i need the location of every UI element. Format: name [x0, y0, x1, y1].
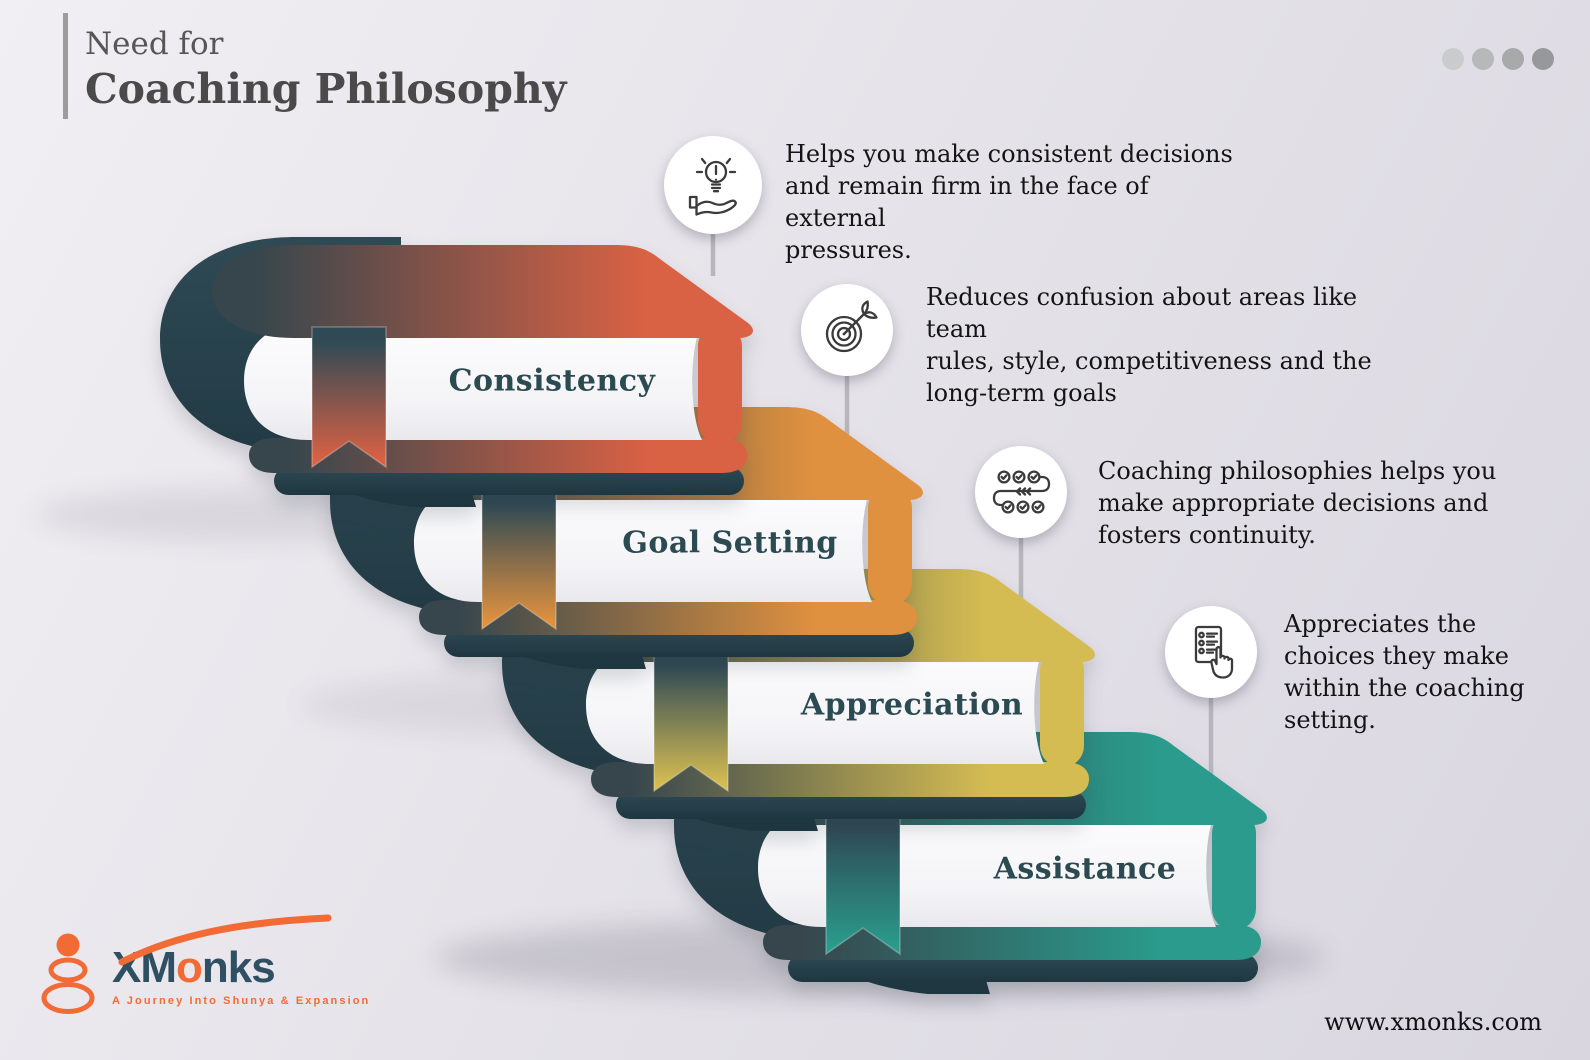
- bulb-in-hand-icon: [688, 157, 737, 216]
- book-fore-edge: [698, 325, 742, 443]
- page-title: Need for Coaching Philosophy: [85, 24, 567, 114]
- book-label-goal-setting: Goal Setting: [622, 525, 838, 561]
- dot-3: [1502, 48, 1524, 70]
- book-fore-edge: [868, 487, 912, 605]
- bookmark-ribbon: [311, 326, 387, 469]
- book-back-band: [788, 954, 1258, 982]
- book-fore-edge: [1212, 812, 1256, 930]
- book-label-assistance: Assistance: [993, 851, 1177, 887]
- brand-m: M: [140, 943, 177, 992]
- description-consistency: Helps you make consistent decisions and …: [785, 140, 1233, 264]
- book-back-band: [616, 791, 1086, 819]
- dot-2: [1472, 48, 1494, 70]
- book-label-appreciation: Appreciation: [800, 687, 1024, 723]
- website-link[interactable]: www.xmonks.com: [1324, 1008, 1542, 1036]
- brand-nks: nks: [201, 943, 276, 992]
- xmonks-logo: XMonks A Journey Into Shunya & Expansion: [38, 914, 371, 1030]
- brand-name: XMonks: [112, 944, 370, 992]
- brand-tagline: A Journey Into Shunya & Expansion: [112, 995, 371, 1007]
- book-consistency: [160, 237, 753, 507]
- book-back-band: [444, 629, 914, 657]
- tap-checklist-icon: [1194, 625, 1234, 679]
- title-line1: Need for: [85, 26, 224, 62]
- brand-o: o: [176, 943, 203, 992]
- description-appreciation: Coaching philosophies helps you make app…: [1098, 457, 1497, 549]
- title-accent-bar: [63, 13, 68, 119]
- stacked-stones-icon: [41, 933, 95, 1014]
- title-line2: Coaching Philosophy: [85, 65, 567, 113]
- description-goal-setting: Reduces confusion about areas like team …: [926, 283, 1372, 407]
- description-assistance: Appreciates the choices they make within…: [1284, 610, 1525, 734]
- book-top-cover: [212, 245, 753, 338]
- logo-wordmark: XMonks A Journey Into Shunya & Expansion: [112, 914, 371, 1007]
- pagination-dots: [1442, 48, 1554, 70]
- dot-4: [1532, 48, 1554, 70]
- book-label-consistency: Consistency: [448, 363, 656, 399]
- dot-1: [1442, 48, 1464, 70]
- book-back-band: [274, 467, 744, 495]
- brand-x: X: [112, 943, 141, 992]
- book-fore-edge: [1040, 649, 1084, 767]
- target-arrow-icon: [825, 300, 878, 353]
- process-checklist-icon: [992, 470, 1051, 514]
